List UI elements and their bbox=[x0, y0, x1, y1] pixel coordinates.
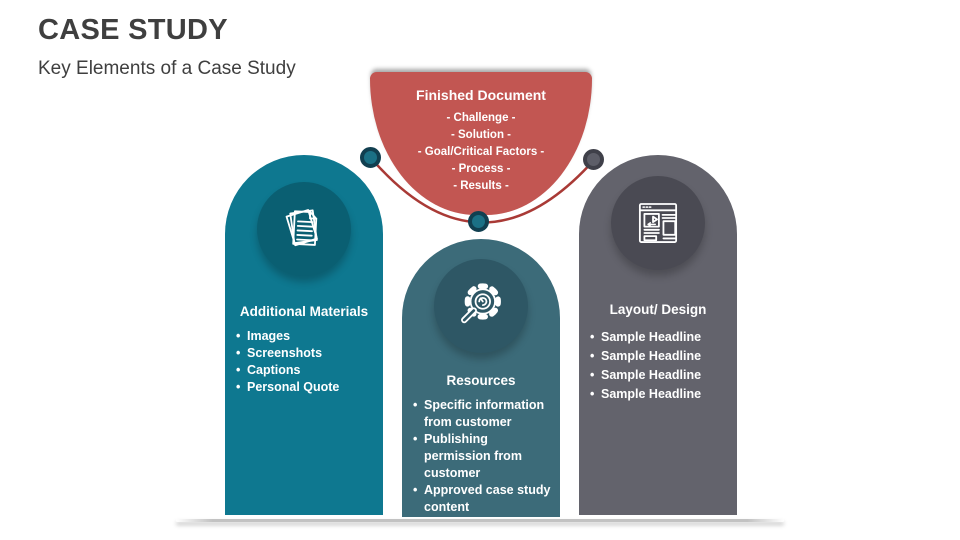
column-additional-materials: Additional Materials Images Screenshots … bbox=[225, 155, 383, 515]
column-title: Layout/ Design bbox=[609, 302, 707, 317]
column-bullet-list: Specific information from customer Publi… bbox=[413, 397, 555, 516]
column-title: Additional Materials bbox=[239, 304, 369, 319]
column-icon-badge bbox=[257, 182, 351, 276]
slide-title: CASE STUDY bbox=[38, 14, 228, 46]
finished-document-item: - Challenge - bbox=[446, 112, 516, 124]
column-bullet-list: Sample Headline Sample Headline Sample H… bbox=[590, 328, 732, 404]
stacked-documents-icon bbox=[275, 200, 333, 258]
bullet-item: Approved case study content bbox=[413, 482, 555, 516]
bullet-item: Sample Headline bbox=[590, 328, 732, 347]
bullet-item: Images bbox=[236, 328, 378, 345]
webpage-layout-icon bbox=[629, 194, 687, 252]
bullet-item: Screenshots bbox=[236, 345, 378, 362]
bullet-item: Sample Headline bbox=[590, 385, 732, 404]
column-icon-badge bbox=[611, 176, 705, 270]
finished-document-title: Finished Document bbox=[416, 87, 546, 103]
gear-magnifier-icon bbox=[452, 277, 510, 335]
finished-document-item: - Results - bbox=[453, 180, 509, 192]
connector-dot-left bbox=[360, 147, 381, 168]
bullet-item: Specific information from customer bbox=[413, 397, 555, 431]
finished-document-item: - Process - bbox=[451, 163, 511, 175]
bullet-item: Captions bbox=[236, 362, 378, 379]
column-icon-badge bbox=[434, 259, 528, 353]
column-bullet-list: Images Screenshots Captions Personal Quo… bbox=[236, 328, 378, 396]
column-layout-design: Layout/ Design Sample Headline Sample He… bbox=[579, 155, 737, 515]
connector-dot-bottom bbox=[468, 211, 489, 232]
floor-shadow-line bbox=[176, 519, 784, 522]
slide-subtitle: Key Elements of a Case Study bbox=[38, 58, 296, 79]
column-resources: Resources Specific information from cust… bbox=[402, 239, 560, 517]
finished-document-item: - Goal/Critical Factors - bbox=[417, 146, 545, 158]
bullet-item: Personal Quote bbox=[236, 379, 378, 396]
column-title: Resources bbox=[446, 373, 516, 388]
finished-document-item: - Solution - bbox=[450, 129, 512, 141]
connector-dot-right bbox=[583, 149, 604, 170]
bullet-item: Sample Headline bbox=[590, 366, 732, 385]
finished-document-list: - Challenge - - Solution - - Goal/Critic… bbox=[370, 110, 592, 195]
bullet-item: Sample Headline bbox=[590, 347, 732, 366]
bullet-item: Publishing permission from customer bbox=[413, 431, 555, 482]
finished-document-shape: Finished Document - Challenge - - Soluti… bbox=[370, 72, 592, 215]
